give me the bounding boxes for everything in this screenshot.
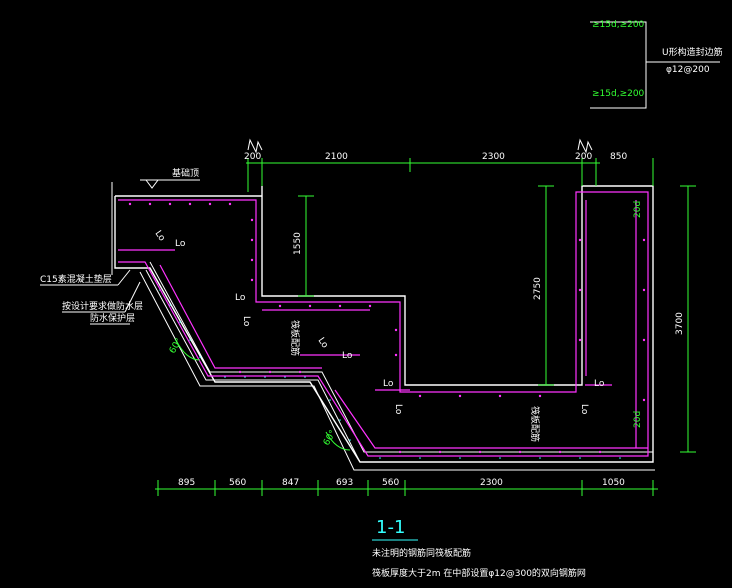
dim-top-850: 850 bbox=[610, 152, 627, 162]
rebar-dots bbox=[128, 202, 646, 454]
waterproof-label: 按设计要求做防水层 bbox=[62, 300, 143, 312]
dim-top-2100: 2100 bbox=[325, 152, 348, 162]
ground-mark-label: 基础顶 bbox=[172, 167, 199, 179]
rebar bbox=[118, 191, 649, 457]
lo-label-7: Lo bbox=[383, 379, 394, 389]
dim-top-200-left: 200 bbox=[244, 152, 261, 162]
angle-arc-1 bbox=[175, 339, 201, 361]
bottom-dimension-line bbox=[155, 480, 658, 496]
dim-bottom-560: 560 bbox=[229, 478, 246, 488]
dim-bottom-560-b: 560 bbox=[382, 478, 399, 488]
c15-pad-label: C15素混凝土垫层 bbox=[40, 273, 112, 285]
lo-label-1: Lo bbox=[175, 239, 186, 249]
d20-top-label: 20d bbox=[633, 201, 643, 218]
protect-label: 防水保护层 bbox=[90, 312, 135, 324]
raft-rebar-label-2: 筏板配筋 bbox=[529, 406, 541, 442]
note-line-2: 筏板厚度大于2m 在中部设置φ12@300的双向钢筋网 bbox=[372, 567, 586, 579]
section-title: 1-1 bbox=[376, 517, 405, 538]
dim-v-2750: 2750 bbox=[533, 277, 543, 300]
dim-bottom-895: 895 bbox=[178, 478, 195, 488]
dim-bottom-1050: 1050 bbox=[602, 478, 625, 488]
lo-label-4: Lo bbox=[241, 316, 251, 327]
outline-concrete bbox=[114, 185, 654, 463]
top-right-label-1: U形构造封边筋 bbox=[662, 46, 723, 58]
top-right-bracket bbox=[590, 21, 647, 109]
top-right-label-2: φ12@200 bbox=[666, 65, 710, 75]
lo-label-2: Lo bbox=[153, 229, 167, 244]
top-dimension-line bbox=[246, 158, 654, 192]
note-line-1: 未注明的钢筋同筏板配筋 bbox=[372, 547, 471, 559]
ge15d-top: ≥15d,≥200 bbox=[592, 20, 645, 30]
lo-label-8: Lo bbox=[393, 404, 403, 415]
lo-label-6: Lo bbox=[316, 336, 330, 351]
dim-v-1550: 1550 bbox=[293, 232, 303, 255]
angle-arc-2 bbox=[325, 431, 351, 451]
pad-line-3 bbox=[139, 271, 655, 471]
pad-line-1 bbox=[149, 261, 653, 453]
dim-bottom-847: 847 bbox=[282, 478, 299, 488]
lo-label-5: Lo bbox=[342, 351, 353, 361]
concrete-hatch bbox=[159, 289, 621, 459]
ge15d-bottom: ≥15d,≥200 bbox=[592, 89, 645, 99]
left-leaders bbox=[40, 269, 141, 325]
dim-bottom-693: 693 bbox=[336, 478, 353, 488]
break-marks bbox=[247, 138, 593, 154]
lo-label-10: Lo bbox=[579, 404, 589, 415]
vertical-dimension-lines bbox=[298, 185, 696, 453]
dim-top-200-right: 200 bbox=[575, 152, 592, 162]
dim-v-3700: 3700 bbox=[675, 312, 685, 335]
ground-triangle bbox=[145, 179, 159, 189]
dim-top-2300: 2300 bbox=[482, 152, 505, 162]
pad-line-2 bbox=[145, 269, 653, 463]
dim-bottom-2300: 2300 bbox=[480, 478, 503, 488]
raft-rebar-label-1: 筏板配筋 bbox=[289, 320, 301, 356]
lo-label-9: Lo bbox=[594, 379, 605, 389]
lo-label-3: Lo bbox=[235, 293, 246, 303]
d20-bottom-label: 20d bbox=[633, 411, 643, 428]
